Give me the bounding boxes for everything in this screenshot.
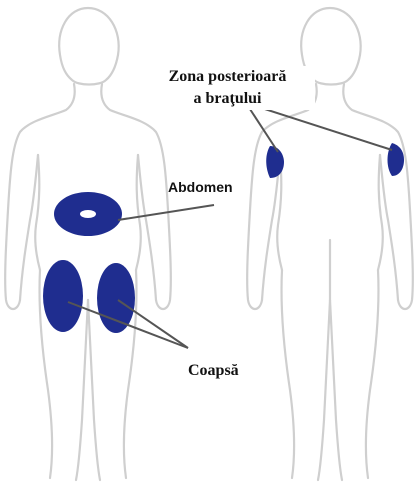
upper-arm-label: Zona posterioară a braţului: [140, 66, 315, 110]
navel-mark: [80, 210, 96, 218]
right-thigh-site: [97, 263, 135, 333]
right-upper-arm-site: [388, 143, 405, 176]
thigh-label: Coapsă: [188, 362, 239, 380]
injection-sites: [43, 143, 404, 333]
upper-arm-label-line1: Zona posterioară: [140, 66, 315, 88]
left-thigh-site: [43, 260, 83, 332]
upper-arm-label-line2: a braţului: [140, 88, 315, 110]
abdomen-label: Abdomen: [168, 179, 233, 195]
